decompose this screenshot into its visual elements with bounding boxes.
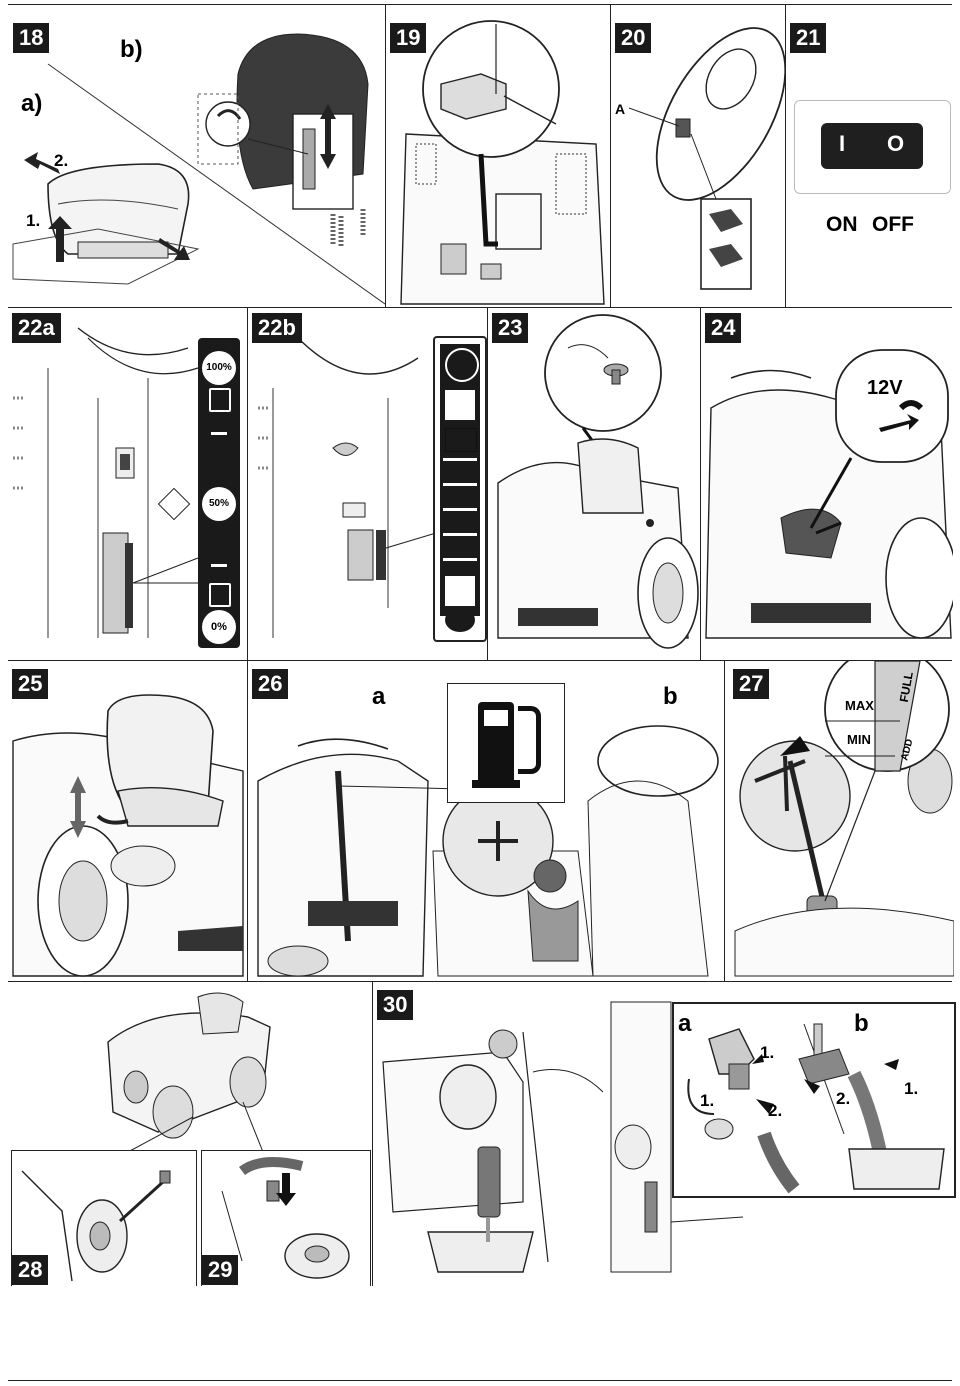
- b-step-1-label: 1.: [904, 1079, 919, 1098]
- figure-number: 28: [12, 1255, 49, 1285]
- figure-number: 22b: [252, 313, 302, 343]
- switch-off-glyph: O: [887, 131, 905, 156]
- sub-label-a: a: [372, 683, 386, 710]
- row1-bottom-rule: [8, 307, 952, 308]
- grease-nipple-illustration: [21, 1170, 171, 1282]
- battery-socket-illustration: [705, 349, 953, 639]
- figure-30: 30 a b 1. 1. 2. 2. 1.: [373, 982, 957, 1286]
- divider: [785, 4, 786, 307]
- seat-switch-illustration: [400, 20, 605, 305]
- on-label: ON: [826, 213, 858, 236]
- figure-number: 23: [492, 313, 529, 343]
- sub-label-b: b): [120, 36, 143, 63]
- figure-21: 21 I O ON OFF: [786, 4, 956, 307]
- divider: [385, 4, 386, 307]
- divider: [487, 307, 488, 660]
- fuel-bar-gauge: [433, 336, 487, 642]
- gauge-50-percent: 50%: [202, 487, 236, 521]
- figure-29: 29: [201, 1150, 371, 1286]
- figure-22b: 22b: [248, 308, 487, 660]
- off-label: OFF: [872, 213, 914, 236]
- rocker-switch-icon: I O: [794, 100, 951, 194]
- voltage-label: 12V: [867, 377, 903, 399]
- sub-label-a: a): [21, 90, 43, 117]
- divider: [247, 660, 248, 981]
- divider: [700, 307, 701, 660]
- figure-number: 25: [12, 669, 49, 699]
- seat-lever-illustration: [12, 694, 244, 977]
- gauge-tick: [211, 564, 227, 567]
- seat-adjust-illustration: [12, 33, 385, 305]
- figure-20: 20 A: [611, 4, 785, 307]
- row2-bottom-rule: [8, 660, 952, 661]
- b-step-2-label: 2.: [836, 1089, 851, 1108]
- figure-18: 18 b) a) 2. 1.: [8, 4, 385, 307]
- dipstick-min-label: MIN: [847, 732, 871, 747]
- figure-number: 20: [615, 23, 652, 53]
- divider: [724, 660, 725, 981]
- callout-A: A: [615, 101, 626, 117]
- figure-28-29: 28 29: [8, 982, 372, 1286]
- figure-number: 22a: [12, 313, 61, 343]
- figure-23: 23: [488, 308, 700, 660]
- figure-28: 28: [11, 1150, 197, 1286]
- figure-30-detail: a b 1. 1. 2. 2. 1.: [672, 1002, 956, 1198]
- a-step-2-label: 2.: [768, 1101, 783, 1120]
- gauge-tick: [211, 432, 227, 435]
- tractor-wheel-illustration: [107, 992, 271, 1153]
- figure-number: 21: [790, 23, 827, 53]
- figure-number: 29: [202, 1255, 239, 1285]
- oil-drain-illustration: [382, 1001, 744, 1273]
- figure-26: 26 a b: [248, 661, 724, 981]
- drain-hose-illustration: [221, 1157, 350, 1279]
- fuel-pump-icon: [209, 583, 231, 607]
- figure-number: 27: [733, 669, 770, 699]
- divider: [247, 307, 248, 660]
- fuel-gauge-dash-illustration: [13, 327, 199, 638]
- sub-label-b: b: [663, 683, 678, 710]
- gauge-0-percent: 0%: [202, 610, 236, 644]
- gauge-100-percent: 100%: [202, 351, 236, 385]
- step-2-label: 2.: [54, 151, 69, 170]
- figure-19: 19: [386, 4, 610, 307]
- fuel-pump-icon: [209, 388, 231, 412]
- fuel-cap-illustration: [257, 725, 719, 977]
- figure-number: 19: [390, 23, 427, 53]
- fuel-gauge-bars-illustration: [258, 337, 437, 638]
- a-step-1-label: 1.: [760, 1043, 775, 1062]
- figure-number: 30: [377, 990, 414, 1020]
- figure-24: 24 12V: [701, 308, 953, 660]
- oil-dipstick-illustration: [734, 661, 954, 977]
- fuel-pump-icon: [447, 683, 565, 803]
- switch-on-glyph: I: [839, 131, 846, 156]
- ignition-button-illustration: [497, 314, 699, 649]
- figure-number: 26: [252, 669, 289, 699]
- steering-wheel-illustration: [628, 27, 785, 290]
- divider: [610, 4, 611, 307]
- figure-22a: 22a 100% 50% 0%: [8, 308, 247, 660]
- top-rule: [8, 4, 952, 5]
- row3-bottom-rule: [8, 981, 952, 982]
- figure-25: 25: [8, 661, 247, 981]
- dipstick-max-label: MAX: [845, 698, 874, 713]
- figure-number: 24: [705, 313, 742, 343]
- divider: [372, 981, 373, 1286]
- sub-label-b: b: [854, 1010, 869, 1037]
- bottom-rule: [8, 1380, 952, 1381]
- drain-valve-illustration: [687, 1023, 945, 1194]
- a-step-1b-label: 1.: [700, 1091, 715, 1110]
- figure-number: 18: [13, 23, 50, 53]
- sub-label-a: a: [678, 1010, 692, 1037]
- figure-27: 27 MAX MIN FULL ADD: [725, 661, 954, 981]
- step-1-label: 1.: [26, 211, 41, 230]
